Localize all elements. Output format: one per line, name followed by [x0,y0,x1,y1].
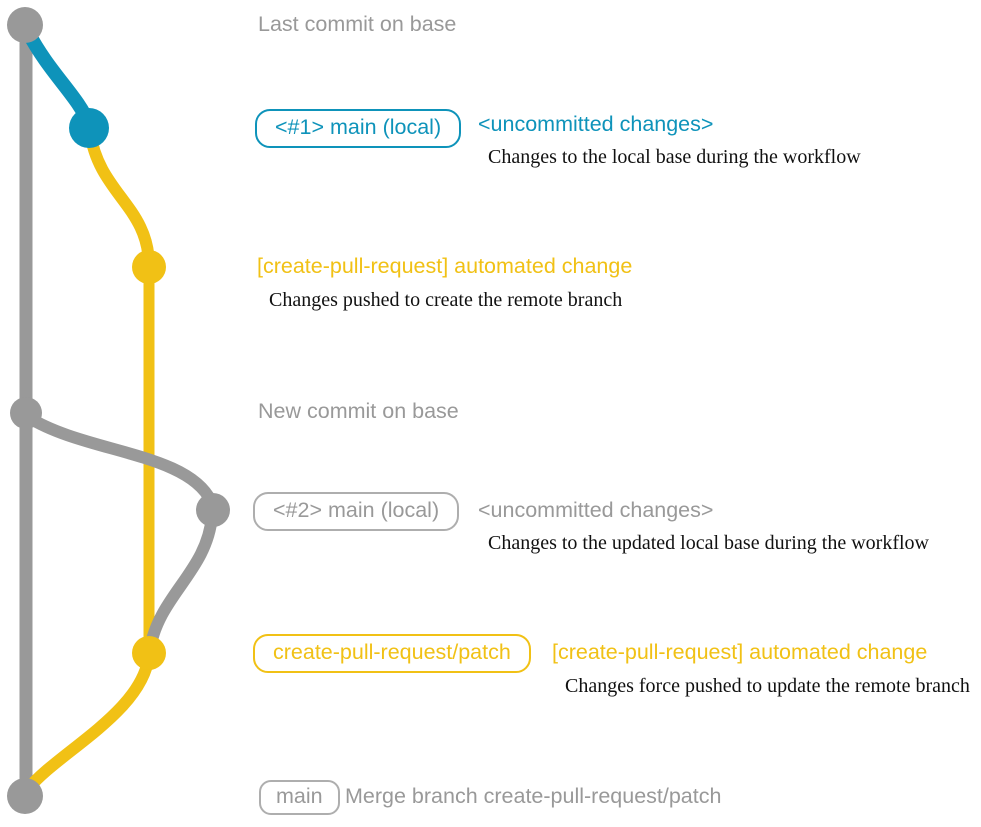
commit-node-local-main-2 [196,493,230,527]
last-commit-label: Last commit on base [258,12,457,36]
commit-node-local-main-1 [69,108,109,148]
new-commit-label: New commit on base [258,399,459,423]
patch-branch-curve-top [84,126,155,272]
uncommitted-changes-title-2: <uncommitted changes> [478,498,714,522]
automated-change-desc-2: Changes force pushed to update the remot… [565,675,970,697]
branch-badge-main-local-2: <#2> main (local) [253,492,460,531]
commit-node-automated-change-2 [132,636,166,670]
rebase-branch-curve-in [144,510,218,655]
patch-merge-curve [22,649,155,795]
commit-node-automated-change-1 [132,250,166,284]
automated-change-desc-1: Changes pushed to create the remote bran… [269,289,623,311]
local-main-branch-curve [21,25,96,131]
uncommitted-changes-desc-2: Changes to the updated local base during… [488,532,929,554]
merge-commit-label: Merge branch create-pull-request/patch [345,784,722,808]
branch-badge-main: main [259,780,340,815]
uncommitted-changes-desc-1: Changes to the local base during the wor… [488,146,861,168]
branch-badge-main-local-1: <#1> main (local) [255,109,462,148]
automated-change-title-2: [create-pull-request] automated change [552,640,928,664]
commit-node-new-base [10,397,42,429]
automated-change-title-1: [create-pull-request] automated change [257,254,633,278]
commit-node-last-base [7,7,43,43]
uncommitted-changes-title-1: <uncommitted changes> [478,112,714,136]
rebase-branch-curve-out [22,411,217,507]
branch-badge-patch: create-pull-request/patch [253,634,531,673]
commit-node-merge [7,778,43,814]
